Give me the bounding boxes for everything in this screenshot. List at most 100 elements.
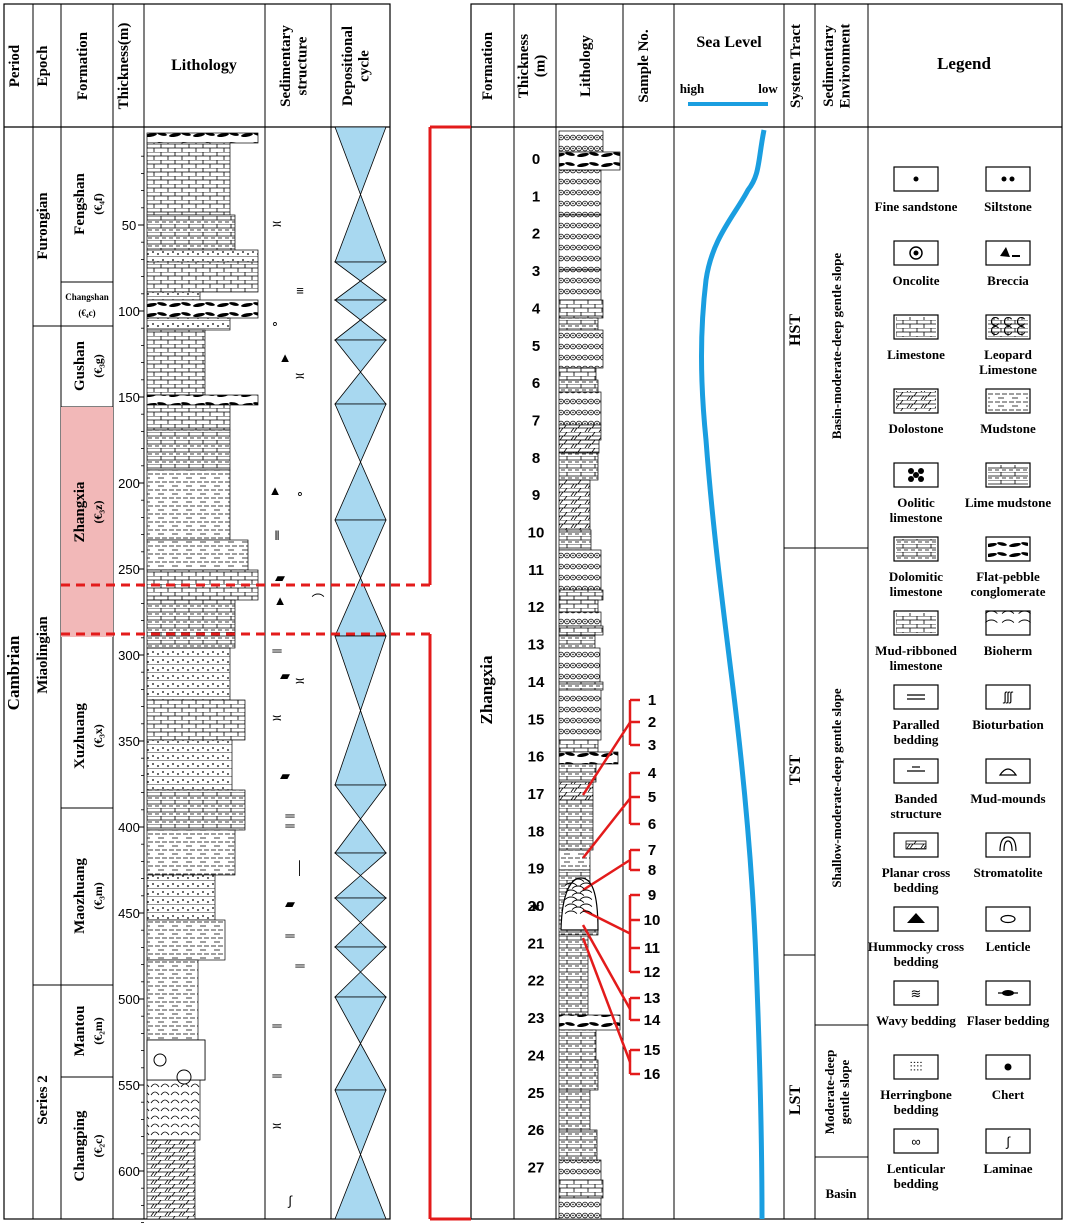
- depth-tick-label: 350: [118, 734, 140, 749]
- lenticle-icon: [985, 906, 1031, 932]
- lithology-bed: [558, 169, 602, 216]
- meter-tick-label: 6: [532, 375, 540, 392]
- sedimentary-structure-symbol: ≍: [272, 1118, 283, 1133]
- legend-label: Mudstone: [980, 421, 1036, 436]
- lithology-bed: [146, 599, 236, 649]
- mark: ⫶⫶⫶⫶: [910, 1059, 923, 1074]
- lithology-bed: [558, 1089, 591, 1131]
- bioherm-symbol: ⌒: [579, 910, 592, 925]
- header-period: Period: [7, 44, 23, 87]
- sedimentary-structure-symbol: ‖: [274, 528, 279, 543]
- bioherm-symbol: ⌒: [571, 885, 584, 900]
- lithology-bed: [558, 151, 621, 171]
- lithology-bed: [558, 739, 599, 753]
- sample-pointer: [582, 797, 631, 859]
- sample-label: 11: [644, 940, 660, 957]
- sea-level-low: low: [758, 81, 778, 96]
- lithology-bed: [558, 849, 591, 871]
- lithology-bed: [146, 539, 249, 571]
- formation-zhangxia-right: Zhangxia: [477, 655, 496, 724]
- sample-label: 16: [644, 1066, 661, 1083]
- cycle-triangle: [334, 818, 387, 854]
- sedimentary-structure-symbol: ═: [284, 818, 295, 833]
- sedimentary-structure-symbol: ▰: [275, 570, 285, 585]
- sedimentary-structure-symbol: ═: [271, 1018, 282, 1033]
- bioherm-symbol: ⌒: [579, 896, 592, 911]
- lithology-bed: [146, 404, 231, 431]
- sedimentary-structure-symbol: ∫: [287, 1193, 293, 1208]
- bioherm-icon: [985, 610, 1031, 636]
- meter-tick-label: 24: [528, 1047, 545, 1064]
- bioherm-symbol: ⌒: [571, 878, 584, 893]
- bioherm-symbol: ⌒: [579, 903, 592, 918]
- mark: C C C: [990, 314, 1025, 329]
- bioherm-mound: [560, 877, 599, 931]
- lithology-bed: [558, 130, 604, 153]
- lithology-bed: [558, 452, 599, 481]
- lithology-bed: [146, 699, 246, 741]
- sedimentary-structure-symbol: ═: [284, 808, 295, 823]
- period-cambrian: Cambrian: [4, 635, 23, 710]
- cycle-triangle: [334, 1042, 387, 1091]
- cycle-triangle: [333, 874, 388, 899]
- flaser-bedding-icon: [985, 980, 1031, 1006]
- formation-changping: Changping(€₂c): [72, 1110, 105, 1181]
- lithology-bed: [558, 479, 591, 531]
- lithology-bed: [558, 1129, 598, 1161]
- bioherm-symbol: ⌒: [571, 892, 584, 907]
- meter-tick-label: 16: [528, 749, 545, 766]
- legend-label: Stromatolite: [973, 865, 1042, 880]
- meter-tick-label: 2: [532, 226, 540, 243]
- lithology-bed: [558, 379, 599, 393]
- lithology-bed: [558, 269, 602, 301]
- lithology-bed: [558, 611, 602, 627]
- lithology-bed: [146, 132, 259, 144]
- cycle-triangle: [333, 280, 388, 301]
- lithology-bed: [146, 429, 231, 471]
- lithology-bed: [146, 394, 259, 406]
- legend-label: Fine sandstone: [875, 199, 958, 214]
- legend-label: Bioturbation: [972, 717, 1044, 732]
- depth-tick-label: 250: [118, 562, 140, 577]
- sedimentary-structure-symbol: │: [296, 860, 304, 876]
- cycle-triangle: [334, 996, 387, 1045]
- bioherm-symbol: ⌒: [564, 896, 577, 911]
- meter-tick-label: 23: [528, 1010, 545, 1027]
- formation-changshan: Changshan: [65, 292, 109, 302]
- formation-xuzhuang: Xuzhuang(€₃x): [72, 703, 105, 769]
- meter-tick-label: 19: [528, 861, 545, 878]
- cycle-triangle: [334, 1153, 387, 1220]
- depth-tick-label: 300: [118, 648, 140, 663]
- depth-tick-label: 400: [118, 820, 140, 835]
- sample-label: 7: [648, 842, 656, 859]
- lithology-bed: [146, 874, 216, 921]
- cycle-triangle: [334, 784, 387, 820]
- cycle-triangle: [334, 709, 387, 786]
- lithology-bed: [558, 625, 604, 636]
- depth-tick-label: 150: [118, 390, 140, 405]
- lithology-bed: [558, 689, 602, 741]
- sample-label: 13: [644, 990, 661, 1007]
- cycle-triangle: [333, 261, 388, 282]
- header-sea-level: Sea Level: [696, 34, 762, 51]
- sedimentary-structure-symbol: ═: [284, 928, 295, 943]
- cycle-triangle: [334, 339, 387, 373]
- wavy-bedding-icon: [893, 980, 939, 1006]
- sedimentary-structure-symbol: ▰: [280, 668, 290, 683]
- lithology-bed: [558, 1059, 599, 1091]
- lithology-bed: [558, 647, 601, 683]
- sedimentary-structure-symbol: ═: [294, 958, 305, 973]
- sedimentary-structure-symbol: ═: [271, 643, 282, 658]
- oncolite-icon: [153, 1053, 167, 1067]
- depth-tick-label: 100: [118, 304, 140, 319]
- oncolite-icon: [176, 1069, 192, 1085]
- cycle-triangle: [334, 1089, 387, 1156]
- lithology-bed: [146, 469, 231, 541]
- header-formation: Formation: [75, 31, 91, 100]
- mark: ∞: [911, 1134, 920, 1149]
